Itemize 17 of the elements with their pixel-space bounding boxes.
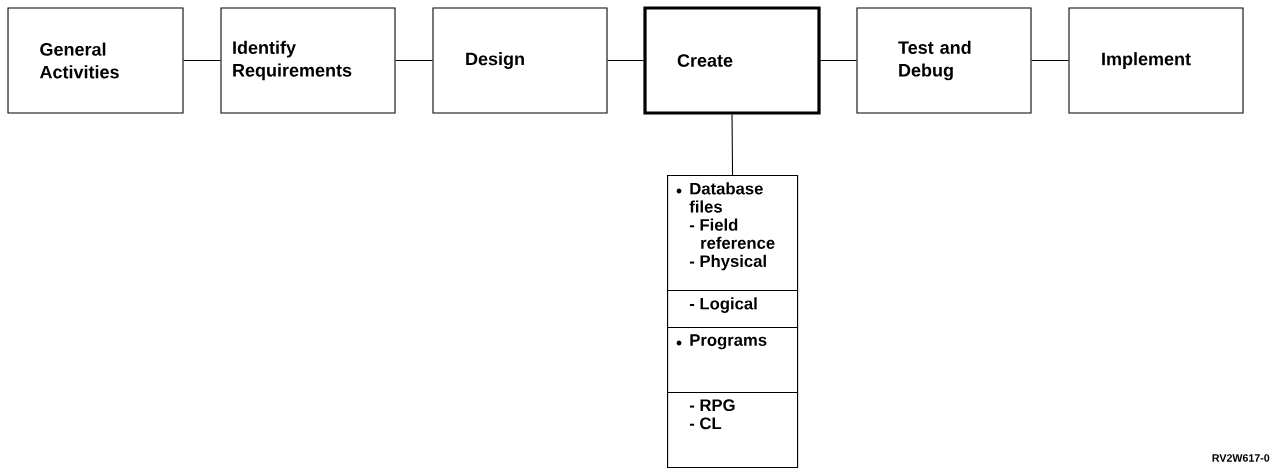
process-box: Create xyxy=(643,6,821,115)
process-box: Identify Requirements xyxy=(220,7,396,114)
connector-line xyxy=(395,59,433,62)
process-box: Design xyxy=(432,7,608,114)
process-box: Test and Debug xyxy=(856,7,1032,114)
process-box: General Activities xyxy=(7,7,184,114)
process-box: Implement xyxy=(1068,7,1244,114)
list-section: Programs xyxy=(667,327,799,394)
connector-line xyxy=(1031,59,1069,62)
connector-line xyxy=(731,114,734,176)
connector-line xyxy=(183,59,221,62)
list-section: - RPG - CL xyxy=(667,392,799,469)
list-section: Database files - Field reference - Physical xyxy=(667,175,799,292)
figure-id: RV2W617-0 xyxy=(1212,454,1270,462)
connector-line xyxy=(607,59,644,62)
list-section: - Logical xyxy=(667,290,799,329)
connector-line xyxy=(820,59,857,62)
